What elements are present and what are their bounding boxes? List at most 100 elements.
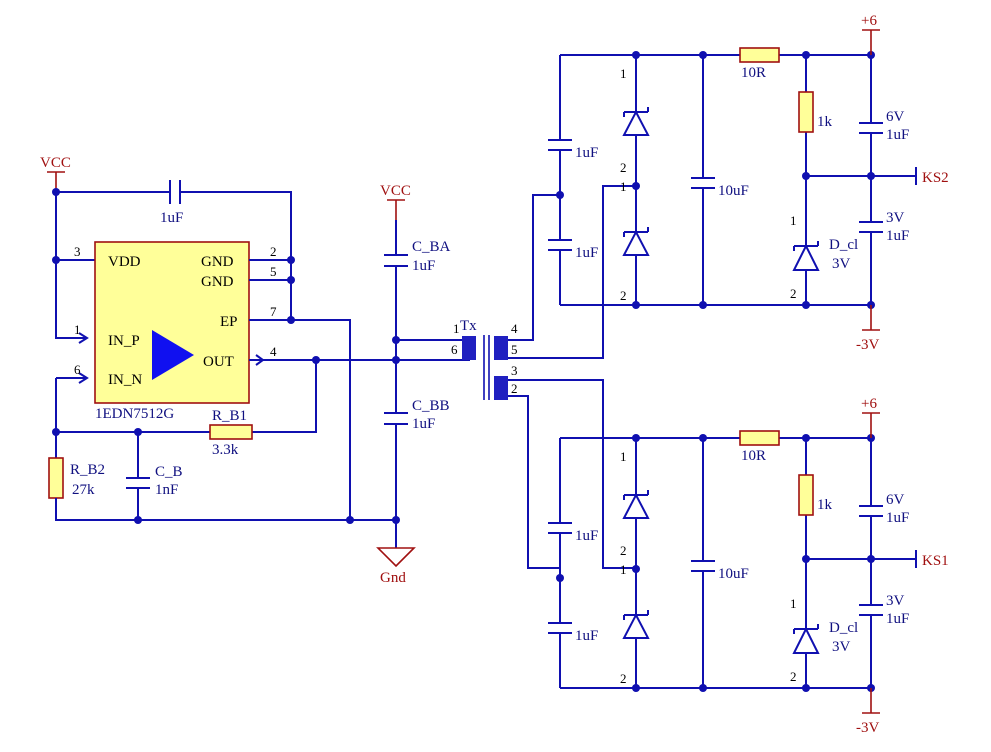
ic-pin-gnd1: GND (201, 254, 234, 270)
ch-bot-c-mid: 10uF (718, 566, 749, 582)
ch-top-zener-value: 3V (832, 256, 851, 272)
junction (52, 428, 60, 436)
cba-value: 1uF (412, 258, 435, 274)
tx-pin-6: 6 (451, 342, 458, 357)
ch-top-output: KS2 (922, 170, 949, 186)
ch-bot-zener-value: 3V (832, 639, 851, 655)
rb1-name: R_B1 (212, 408, 247, 424)
ch-top-pin-z2: 2 (790, 286, 797, 301)
wire-tx-p4 (508, 194, 560, 341)
junction (392, 336, 400, 344)
wire-tx-p2 (508, 395, 560, 569)
ch-top-pin-z1: 1 (790, 213, 797, 228)
ch-bot-pin-z1: 1 (790, 596, 797, 611)
ch-bot-pin-d1: 1 (620, 449, 627, 464)
pin-num-gnd1: 2 (270, 244, 277, 259)
ch-bot-r-bias: 1k (817, 497, 833, 513)
junction (287, 276, 295, 284)
ch-bot-c-top: 1uF (575, 528, 598, 544)
ch-bot-pin-z2: 2 (790, 669, 797, 684)
wire-gnd-bus (55, 498, 396, 521)
junction (134, 516, 142, 524)
ch-bot-r-series: 10R (741, 448, 766, 464)
ic-name: 1EDN7512G (95, 406, 174, 422)
rb2-name: R_B2 (70, 462, 105, 478)
rb2-value: 27k (72, 482, 95, 498)
ch-top-c3v-v: 3V (886, 210, 905, 226)
tx-pin-2: 2 (511, 381, 518, 396)
pin-num-out: 4 (270, 344, 277, 359)
cba-name: C_BA (412, 239, 451, 255)
minus3-label-top: -3V (856, 337, 879, 353)
wire-tx-p5 (508, 185, 636, 359)
wire-out (249, 354, 316, 366)
ch-bot-c6v-v: 6V (886, 492, 905, 508)
ch-bot-pin-d2: 2 (620, 543, 627, 558)
cap-cb (126, 432, 150, 520)
tx-pin-5: 5 (511, 342, 518, 357)
gnd-label: Gnd (380, 570, 406, 586)
tx-secondary-winding-b (494, 376, 508, 400)
junction (287, 316, 295, 324)
pin-num-in-n: 6 (74, 362, 81, 377)
cap-cbb (384, 412, 408, 425)
ch-top-zener-name: D_cl (829, 237, 858, 253)
tx-pin-1: 1 (453, 321, 460, 336)
pin-num-in-p: 1 (74, 322, 81, 337)
ic-body (94, 241, 250, 404)
wire-vcc-in-p (55, 192, 85, 339)
tx-core (483, 335, 490, 400)
ic-pin-gnd2: GND (201, 274, 234, 290)
junction (392, 356, 400, 364)
vcc-label-mid: VCC (380, 183, 411, 199)
ch-top-c6v-v: 6V (886, 109, 905, 125)
ch-bot-output: KS1 (922, 553, 949, 569)
tx-primary-winding (462, 336, 476, 360)
ic-pin-in-p: IN_P (108, 333, 140, 349)
junction (52, 256, 60, 264)
ch-top-c-bot: 1uF (575, 245, 598, 261)
plus6-label-top: +6 (861, 13, 877, 29)
ch-bot-c6v-c: 1uF (886, 510, 909, 526)
pin-arrow-in-p (78, 332, 89, 344)
ch-top-pin-d2: 2 (620, 160, 627, 175)
ch-bot-c3v-v: 3V (886, 593, 905, 609)
pin-num-gnd2: 5 (270, 264, 277, 279)
resistor-rb1 (209, 424, 253, 440)
vcc-label-left: VCC (40, 155, 71, 171)
pin-arrow-in-n (56, 372, 89, 384)
cap-1uf-top (169, 180, 181, 204)
ch-bot-zener-name: D_cl (829, 620, 858, 636)
pin-num-ep: 7 (270, 304, 277, 319)
junction (312, 356, 320, 364)
tx-secondary-winding-a (494, 336, 508, 360)
wire-tx-p3 (508, 379, 636, 569)
ch-bot-pin-d3: 1 (620, 562, 627, 577)
cb-name: C_B (155, 464, 183, 480)
junction (52, 188, 60, 196)
ch-bot-c-bot: 1uF (575, 628, 598, 644)
ch-top-pin-d1: 1 (620, 66, 627, 81)
cap-cba (384, 254, 408, 267)
vcc-symbol-mid (387, 199, 405, 220)
resistor-rb2 (48, 457, 64, 499)
junction (134, 428, 142, 436)
ch-bot-pin-d4: 2 (620, 671, 627, 686)
wire-gnd-ep (249, 259, 351, 520)
tx-pin-4: 4 (511, 321, 518, 336)
ch-top-c3v-c: 1uF (886, 228, 909, 244)
tx-pin-3: 3 (511, 363, 518, 378)
rb1-value: 3.3k (212, 442, 239, 458)
tx-name: Tx (460, 318, 477, 334)
gnd-symbol (376, 547, 416, 568)
ch-top-c-top: 1uF (575, 145, 598, 161)
ic-pin-vdd: VDD (108, 254, 141, 270)
ch-top-c6v-c: 1uF (886, 127, 909, 143)
ch-top-pin-d3: 1 (620, 179, 627, 194)
ch-top-c-mid: 10uF (718, 183, 749, 199)
ch-top-r-bias: 1k (817, 114, 833, 130)
cb-value: 1nF (155, 482, 178, 498)
cap-top-label: 1uF (160, 210, 183, 226)
cbb-value: 1uF (412, 416, 435, 432)
